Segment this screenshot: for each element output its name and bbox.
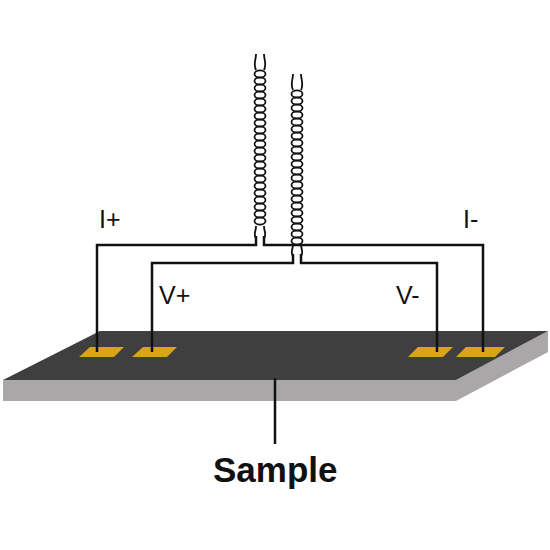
signal-name: V+ <box>159 283 190 308</box>
wires <box>97 236 483 444</box>
pair-end <box>292 74 303 90</box>
contact-pads <box>79 347 505 357</box>
contact-pad <box>79 347 124 357</box>
twisted-pairs <box>255 54 303 256</box>
contact-pad <box>456 347 505 357</box>
wire <box>152 254 293 352</box>
leader-line <box>274 378 277 444</box>
slab-top <box>3 331 548 380</box>
contact-pad <box>408 347 453 357</box>
part-label: Sample <box>213 452 338 487</box>
slab-front <box>3 380 456 401</box>
pair-end <box>255 54 266 70</box>
signal-name: V- <box>396 283 420 308</box>
pair-end <box>292 244 303 256</box>
signal-name: I- <box>463 207 478 232</box>
wire <box>301 254 437 352</box>
pair-end <box>255 226 266 238</box>
wire <box>97 236 256 352</box>
signal-name: I+ <box>99 207 121 232</box>
coil-winding <box>255 217 266 224</box>
coil-winding <box>292 237 303 244</box>
wire <box>264 236 483 352</box>
contact-pad <box>132 347 177 357</box>
